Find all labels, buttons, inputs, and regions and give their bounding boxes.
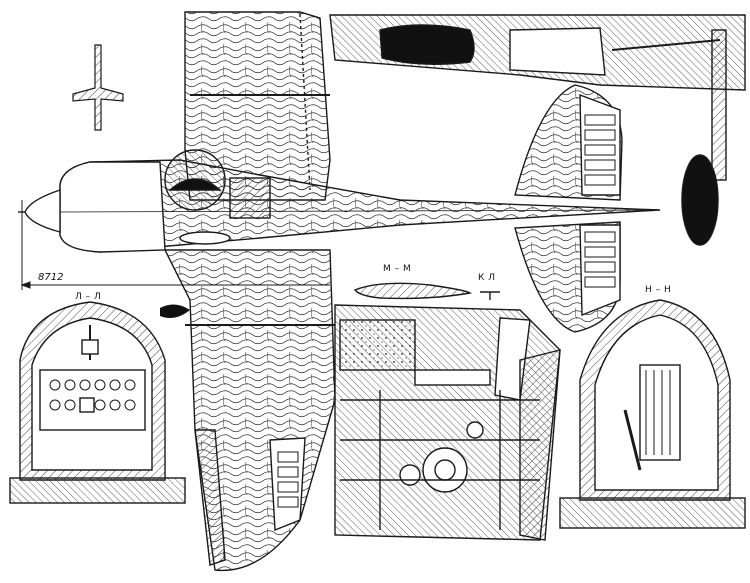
section-label-wing: М – М — [383, 264, 412, 274]
section-label-tail: К Л — [478, 273, 496, 283]
cockpit-cutaway — [334, 304, 561, 541]
section-label-cockpit-front: Л – Л — [75, 292, 102, 302]
propeller-spinner — [18, 189, 61, 233]
planform-icon — [72, 44, 124, 131]
dimension-line — [20, 200, 330, 290]
section-label-cockpit-rear: Н – Н — [645, 285, 672, 295]
dimension-label: 8712 — [38, 272, 64, 283]
wing-fairing — [160, 304, 190, 318]
gear-detail — [329, 14, 746, 246]
cockpit-front-section — [9, 301, 186, 504]
wing-section — [353, 282, 472, 300]
tail-section-marker — [480, 291, 500, 300]
cockpit-rear-section — [559, 299, 746, 529]
wing-lower — [163, 249, 336, 572]
horizontal-tail-lower — [514, 221, 621, 333]
vertical-tail — [514, 84, 623, 201]
cockpit-area — [164, 149, 271, 219]
